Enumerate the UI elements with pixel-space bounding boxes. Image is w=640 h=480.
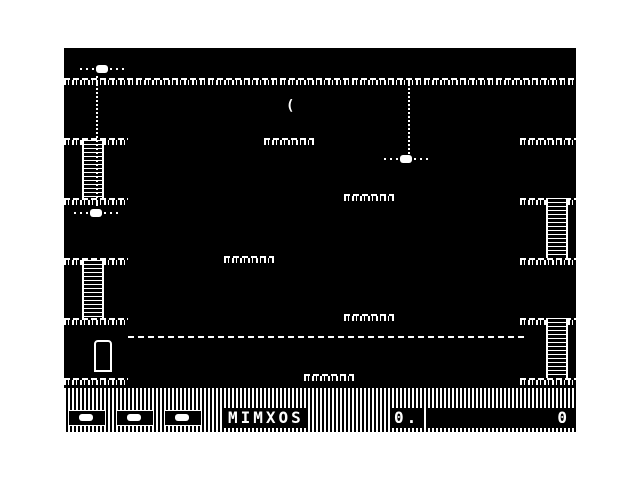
platform [520,378,576,385]
ladder [82,140,104,198]
platform [64,318,128,325]
spider-icon [74,208,118,218]
platform [520,138,576,145]
game-screen: ( MIMXOS 0. 0 [64,48,576,432]
tightrope [128,336,524,338]
spider-icon [80,64,124,74]
platform [64,378,128,385]
life-icon [68,410,106,426]
platform [264,138,314,145]
level-text: 0. [390,408,424,428]
platform [344,194,394,201]
score: 0 [426,408,574,428]
platform-top [64,78,576,85]
spider-thread [96,76,98,206]
ladder [546,198,568,258]
status-text: MIMXOS [224,408,308,428]
ladder [546,318,568,378]
ladder [82,260,104,318]
platform [224,256,274,263]
life-icon [164,410,202,426]
spider-thread [408,84,410,154]
crescent-icon: ( [286,98,295,114]
platform [344,314,394,321]
life-icon [116,410,154,426]
player-icon [94,340,112,372]
spider-icon [384,154,428,164]
platform [520,258,576,265]
platform [304,374,354,381]
